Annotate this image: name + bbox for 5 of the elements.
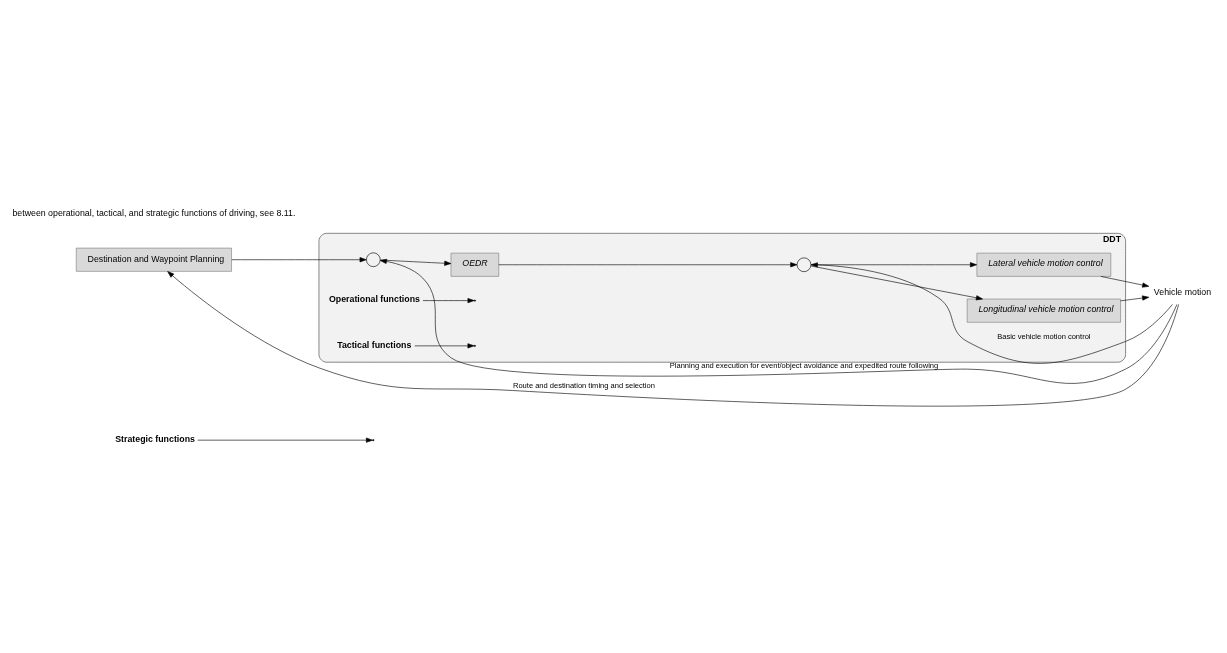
- node-text: Tactical functions: [337, 339, 412, 350]
- label: between operational, tactical, and strategic functions of driving, see 8.11.: [12, 207, 296, 218]
- node-text: Strategic functions: [115, 433, 195, 444]
- node-text: Operational functions: [329, 293, 420, 304]
- node-text: Vehicle motion: [1153, 286, 1212, 297]
